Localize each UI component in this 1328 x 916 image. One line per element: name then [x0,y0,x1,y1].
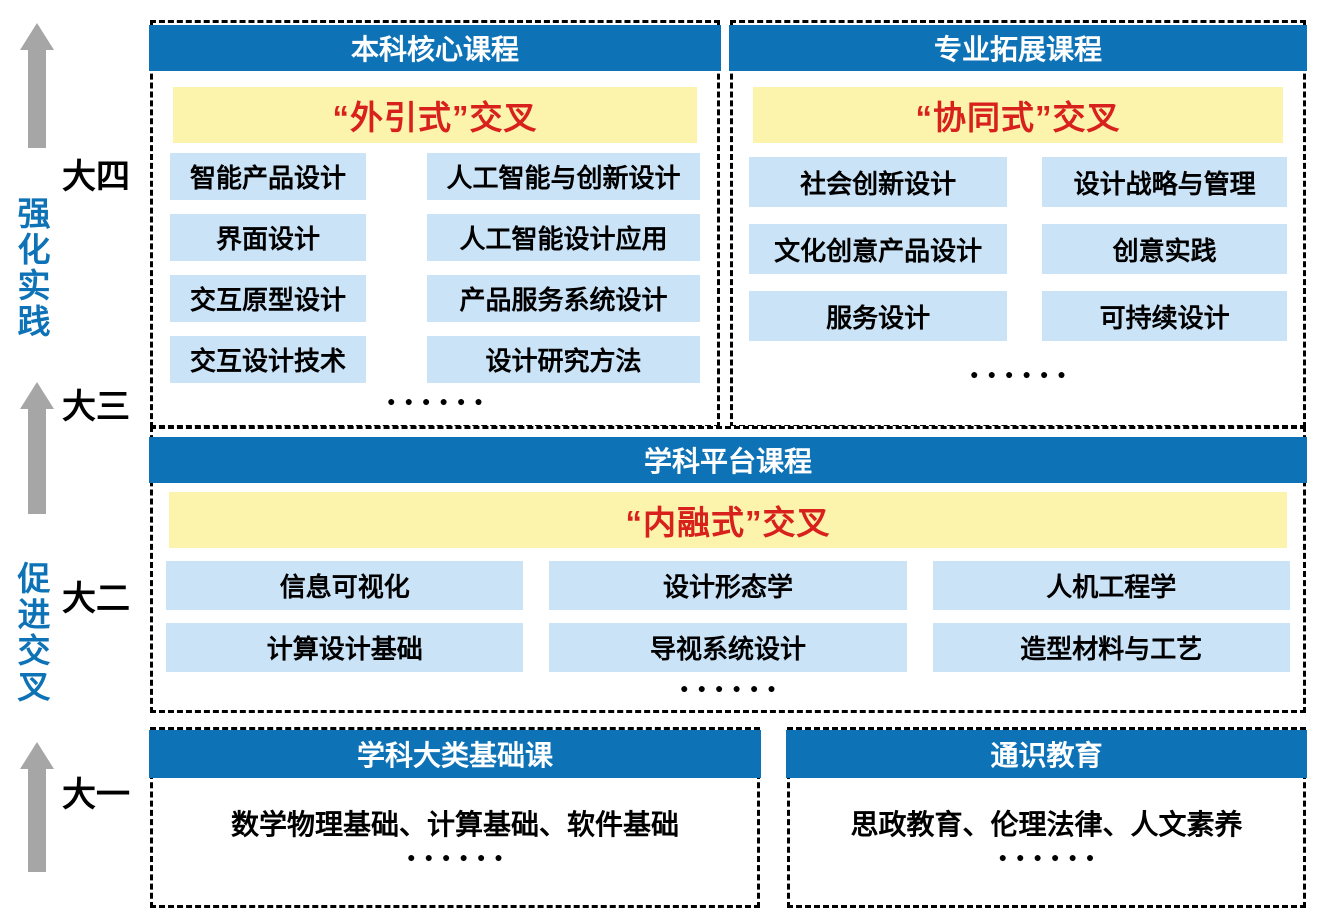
course-chip: 社会创新设计 [749,157,1008,207]
course-box-general-education: 通识教育 思政教育、伦理法律、人文素养 ●●●●●● [786,727,1307,908]
course-row: 交互设计技术 设计研究方法 [153,336,717,383]
up-arrow-head [20,382,54,409]
course-box-platform: 学科平台课程 “内融式”交叉 信息可视化 设计形态学 人机工程学 计算设计基础 … [149,426,1307,713]
ellipsis-dots: ●●●●●● [407,849,512,865]
course-box-foundation: 学科大类基础课 数学物理基础、计算基础、软件基础 ●●●●●● [149,727,761,908]
ellipsis-dots: ●●●●●● [998,849,1104,865]
course-summary: 思政教育、伦理法律、人文素养 [850,809,1243,840]
up-arrow-icon [15,742,59,872]
up-arrow-shaft [28,409,46,514]
cross-banner: “内融式”交叉 [169,492,1287,548]
box-title: 专业拓展课程 [729,25,1307,71]
course-chip: 人工智能设计应用 [427,214,700,261]
course-row: 计算设计基础 导视系统设计 造型材料与工艺 [153,623,1303,672]
course-chip: 造型材料与工艺 [932,623,1290,672]
up-arrow-icon [15,23,59,148]
course-row: 文化创意产品设计 创意实践 [733,224,1303,274]
course-chip: 信息可视化 [166,561,524,610]
year-label-freshman: 大一 [62,776,130,814]
course-chip: 文化创意产品设计 [749,224,1008,274]
course-chip: 交互原型设计 [170,275,367,322]
course-box-expansion: 专业拓展课程 “协同式”交叉 社会创新设计 设计战略与管理 文化创意产品设计 创… [729,20,1307,428]
course-row: 智能产品设计 人工智能与创新设计 [153,153,717,200]
course-row: 信息可视化 设计形态学 人机工程学 [153,561,1303,610]
course-chip: 创意实践 [1042,224,1287,274]
course-grid: 智能产品设计 人工智能与创新设计 界面设计 人工智能设计应用 交互原型设计 产品… [153,153,717,383]
up-arrow-icon [15,382,59,514]
course-chip: 界面设计 [170,214,367,261]
up-arrow-shaft [28,50,46,148]
course-box-core: 本科核心课程 “外引式”交叉 智能产品设计 人工智能与创新设计 界面设计 人工智… [149,20,721,428]
cross-banner: “外引式”交叉 [173,87,697,143]
course-chip: 产品服务系统设计 [427,275,700,322]
course-chip: 服务设计 [749,291,1008,341]
ellipsis-dots: ●●●●●● [970,366,1075,382]
box-title: 本科核心课程 [149,25,721,71]
course-chip: 智能产品设计 [170,153,367,200]
course-chip: 设计战略与管理 [1042,157,1287,207]
course-chip: 人机工程学 [932,561,1290,610]
year-label-sophomore: 大二 [62,580,130,618]
box-title: 学科平台课程 [149,437,1307,483]
course-chip: 导视系统设计 [549,623,907,672]
course-chip: 计算设计基础 [166,623,524,672]
box-title: 通识教育 [786,730,1307,778]
up-arrow-head [20,742,54,769]
ellipsis-dots: ●●●●●● [680,680,785,696]
year-label-junior: 大三 [62,388,130,426]
course-chip: 交互设计技术 [170,336,367,383]
course-chip: 设计研究方法 [427,336,700,383]
course-row: 服务设计 可持续设计 [733,291,1303,341]
up-arrow-shaft [28,769,46,872]
year-label-senior: 大四 [62,158,130,196]
course-row: 社会创新设计 设计战略与管理 [733,157,1303,207]
ellipsis-dots: ●●●●●● [387,393,492,409]
course-chip: 人工智能与创新设计 [427,153,700,200]
course-chip: 可持续设计 [1042,291,1287,341]
course-row: 界面设计 人工智能设计应用 [153,214,717,261]
box-title: 学科大类基础课 [149,730,761,778]
stage-label-strengthen-practice: 强化实践 [13,196,50,340]
course-summary: 数学物理基础、计算基础、软件基础 [230,809,679,840]
up-arrow-head [20,23,54,50]
course-grid: 社会创新设计 设计战略与管理 文化创意产品设计 创意实践 服务设计 可持续设计 [733,157,1303,341]
course-grid: 信息可视化 设计形态学 人机工程学 计算设计基础 导视系统设计 造型材料与工艺 [153,561,1303,672]
course-chip: 设计形态学 [549,561,907,610]
cross-banner: “协同式”交叉 [753,87,1283,143]
stage-label-promote-crossover: 促进交叉 [13,561,50,705]
course-row: 交互原型设计 产品服务系统设计 [153,275,717,322]
